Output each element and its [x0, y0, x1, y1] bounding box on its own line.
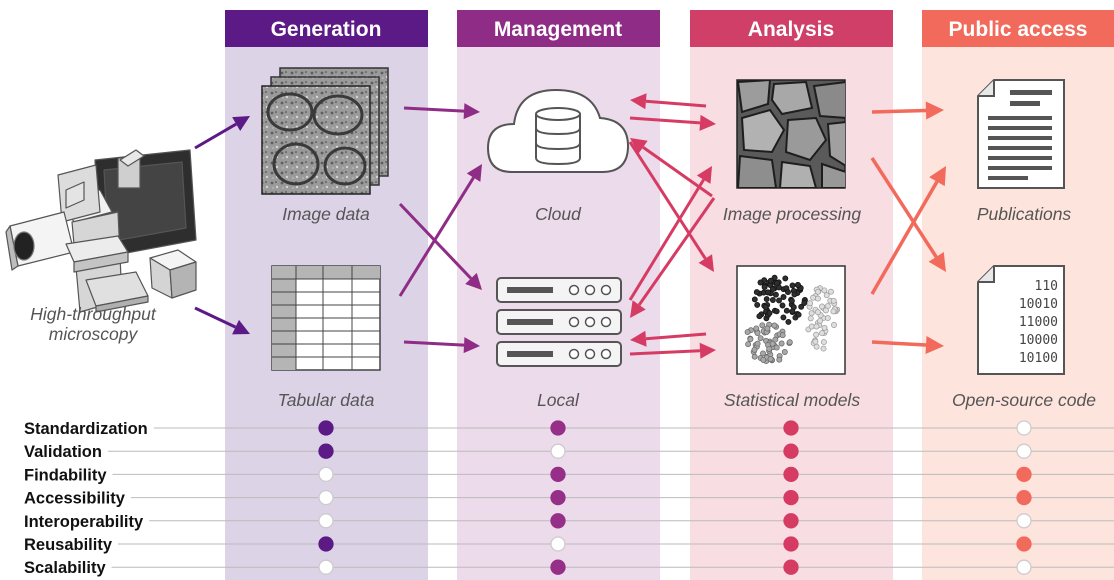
filled-dot [550, 466, 566, 483]
criterion-label: Validation [24, 443, 102, 461]
empty-dot [1016, 513, 1032, 529]
empty-dot [550, 536, 566, 552]
empty-dot [550, 443, 566, 459]
criterion-label: Interoperability [24, 513, 144, 531]
filled-dot [318, 420, 334, 436]
filled-dot [783, 513, 799, 529]
header-title-public-access: Public access [949, 18, 1088, 41]
statistical-models-icon [736, 265, 846, 375]
publications-label: Publications [977, 204, 1072, 224]
filled-dot [783, 559, 799, 575]
filled-dot [318, 536, 334, 552]
empty-dot [1016, 559, 1032, 575]
filled-dot [1016, 489, 1032, 506]
filled-dot [550, 559, 566, 575]
image-processing-icon [736, 79, 846, 189]
statistical-models-label: Statistical models [724, 390, 860, 410]
criterion-label: Accessibility [24, 490, 126, 508]
empty-dot [1016, 420, 1032, 436]
filled-dot [783, 466, 799, 483]
code-line-3: 11000 [1019, 315, 1058, 330]
filled-dot [783, 536, 799, 552]
open-source-code-label: Open-source code [952, 390, 1096, 410]
empty-dot [318, 489, 334, 506]
empty-dot [318, 513, 334, 529]
image-processing-label: Image processing [723, 204, 861, 224]
header-title-analysis: Analysis [748, 18, 834, 41]
header-title-management: Management [494, 18, 622, 41]
header-public-access [922, 10, 1114, 47]
tabular-data-label: Tabular data [278, 390, 375, 410]
filled-dot [783, 443, 799, 459]
image-data-icon [261, 67, 389, 195]
image-data-label: Image data [282, 204, 370, 224]
filled-dot [550, 489, 566, 506]
criterion-label: Scalability [24, 559, 106, 577]
criterion-label: Reusability [24, 536, 113, 554]
filled-dot [1016, 466, 1032, 483]
filled-dot [783, 420, 799, 436]
server-icon [496, 277, 622, 367]
code-line-5: 10100 [1019, 351, 1058, 366]
code-line-2: 10010 [1019, 297, 1058, 312]
header-generation [225, 10, 428, 47]
source-label-line2: microscopy [49, 324, 139, 344]
empty-dot [1016, 443, 1032, 459]
criterion-label: Standardization [24, 420, 148, 438]
code-document-icon: 110 10010 11000 10000 10100 [977, 265, 1065, 375]
criterion-label: Findability [24, 466, 107, 484]
filled-dot [783, 489, 799, 506]
filled-dot [550, 513, 566, 529]
filled-dot [550, 420, 566, 436]
cloud-icon [486, 88, 630, 173]
header-title-generation: Generation [271, 18, 382, 41]
microscope-icon [5, 149, 197, 313]
header-management [457, 10, 660, 47]
empty-dot [318, 466, 334, 483]
cloud-label: Cloud [535, 204, 582, 224]
tabular-data-icon [271, 265, 381, 371]
publication-document-icon [977, 79, 1065, 189]
empty-dot [318, 559, 334, 575]
local-label: Local [537, 390, 580, 410]
code-line-1: 110 [1035, 279, 1058, 294]
filled-dot [1016, 536, 1032, 552]
filled-dot [318, 443, 334, 459]
code-line-4: 10000 [1019, 333, 1058, 348]
source-label-line1: High-throughput [30, 304, 157, 324]
header-analysis [690, 10, 893, 47]
